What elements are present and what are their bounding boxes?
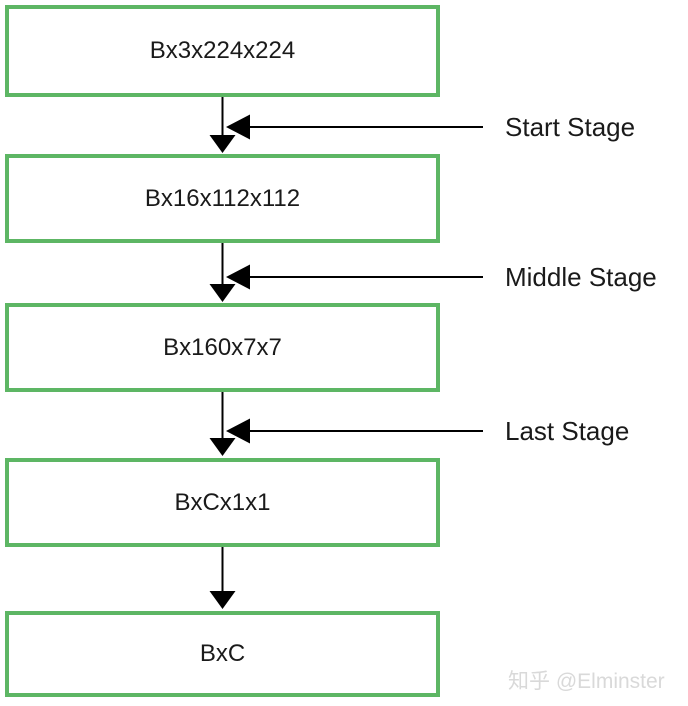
- node-label: Bx3x224x224: [149, 37, 296, 64]
- node-label: BxC: [199, 640, 246, 667]
- node-start-stage-output: Bx16x112x112: [5, 154, 440, 243]
- stage-label-start: Start Stage: [505, 112, 636, 142]
- node-last-stage-output: BxCx1x1: [5, 458, 440, 547]
- node-final-output: BxC: [5, 611, 440, 697]
- stage-label-last: Last Stage: [505, 416, 630, 446]
- arrow-branch-middle-stage: [226, 264, 483, 290]
- node-label: Bx16x112x112: [144, 184, 301, 212]
- arrow-box2-to-box3: [209, 243, 236, 302]
- arrow-box3-to-box4: [209, 392, 236, 456]
- node-middle-stage-output: Bx160x7x7: [5, 303, 440, 392]
- arrow-box1-to-box2: [209, 97, 236, 153]
- arrow-box4-to-box5: [209, 547, 236, 609]
- node-input-tensor: Bx3x224x224: [5, 5, 440, 97]
- stage-label-middle: Middle Stage: [505, 262, 657, 292]
- arrow-branch-last-stage: [226, 418, 483, 444]
- arrow-branch-start-stage: [226, 114, 483, 140]
- node-label: Bx160x7x7: [163, 333, 282, 361]
- zhihu-watermark: 知乎 @Elminster: [508, 670, 665, 693]
- node-label: BxCx1x1: [174, 488, 271, 516]
